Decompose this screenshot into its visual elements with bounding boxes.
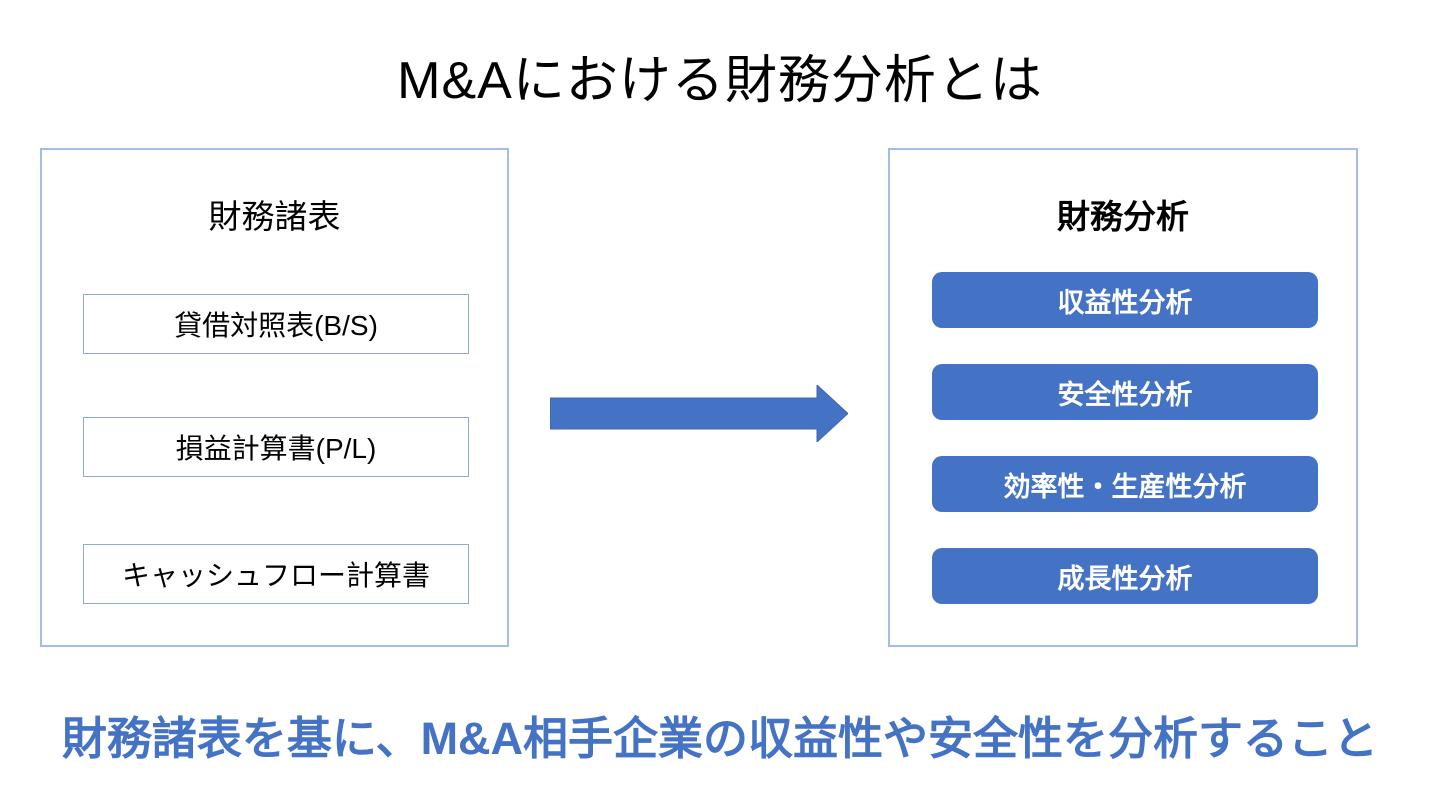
statement-item-income-statement: 損益計算書(P/L): [83, 417, 469, 477]
analysis-pill-growth: 成長性分析: [932, 548, 1318, 604]
analysis-pill-profitability: 収益性分析: [932, 272, 1318, 328]
financial-analysis-panel: 財務分析 収益性分析 安全性分析 効率性・生産性分析 成長性分析: [888, 148, 1358, 647]
statement-item-cash-flow: キャッシュフロー計算書: [83, 544, 469, 604]
page-title: M&Aにおける財務分析とは: [397, 52, 1043, 110]
right-arrow-icon: [550, 385, 848, 442]
financial-statements-heading: 財務諸表: [208, 198, 341, 235]
analysis-pill-safety: 安全性分析: [932, 364, 1318, 420]
summary-statement: 財務諸表を基に、M&A相手企業の収益性や安全性を分析すること: [61, 713, 1379, 764]
statement-item-balance-sheet: 貸借対照表(B/S): [83, 294, 469, 354]
analysis-pill-efficiency-productivity: 効率性・生産性分析: [932, 456, 1318, 512]
financial-analysis-heading: 財務分析: [1057, 198, 1189, 235]
financial-statements-panel: 財務諸表 貸借対照表(B/S) 損益計算書(P/L) キャッシュフロー計算書: [40, 148, 509, 647]
